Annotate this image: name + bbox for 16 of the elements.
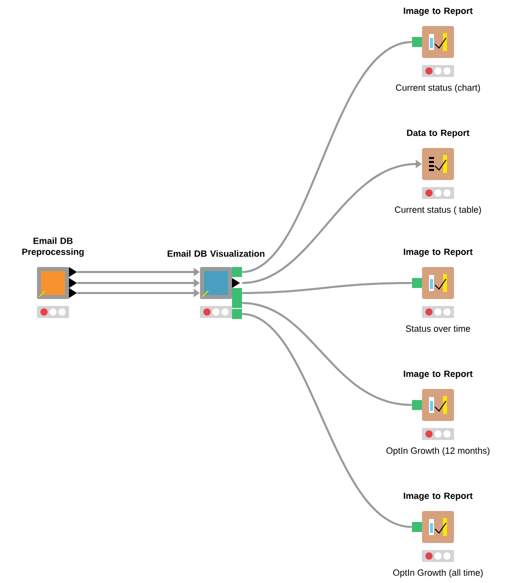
node-title: Data to Report [407, 130, 470, 138]
connector [242, 313, 412, 528]
node-caption: Current status ( table) [394, 206, 481, 215]
node-title: Image to Report [404, 8, 473, 16]
connector [242, 41, 412, 273]
node-title: Image to Report [404, 370, 473, 379]
node-title: Image to Report [404, 492, 473, 501]
node-title: Email DB Preprocessing [22, 237, 84, 257]
node-caption: Status over time [406, 325, 470, 332]
node-title: Email DB Visualization [168, 250, 264, 257]
connector [242, 302, 412, 406]
node-caption: OptIn Growth (12 months) [386, 447, 490, 456]
node-caption: Current status (chart) [396, 84, 480, 93]
connector [242, 282, 412, 294]
node-title: Image to Report [404, 248, 473, 257]
node-caption: OptIn Growth (all time) [393, 569, 483, 578]
